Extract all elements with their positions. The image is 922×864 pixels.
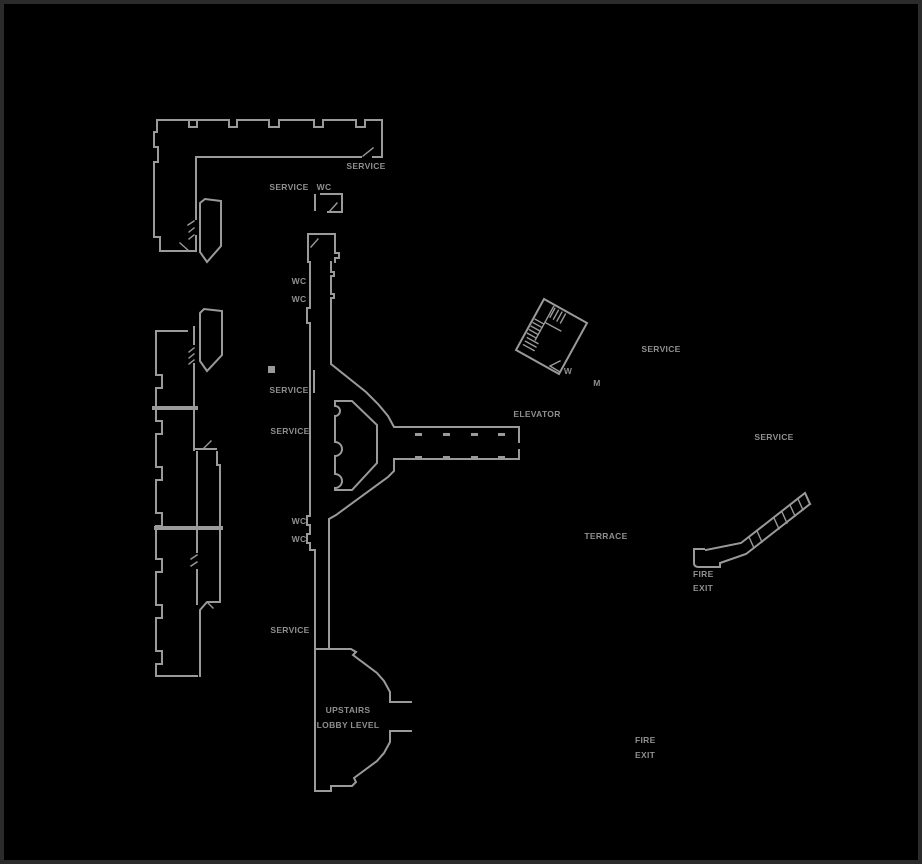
stair-treads-lower [522,336,539,352]
north-building-inner-wall [195,156,362,252]
corridor-west-wall [306,261,316,792]
service-wc-room [314,193,343,213]
floorplan-drawing [152,119,812,792]
fire-exit-stair-upper-rail [704,491,812,552]
stair-core-outline [514,297,589,376]
west-wing-outer-wall [155,330,198,677]
north-banner-door-ticks [187,220,195,240]
stair-core-chevron [548,360,561,373]
lobby-south-edge [314,730,412,792]
west-wing-lower-door-swing [206,601,214,609]
west-wing-stair-banner [199,307,223,373]
corridor-head-door-swing [310,238,319,248]
east-corridor-door-ticks [415,433,505,459]
stair-treads-middle [526,318,545,340]
column-marker [268,366,275,373]
upper-hall-inner-outline [334,400,378,491]
north-building-outer-wall [153,119,383,252]
north-service-door-swing [362,147,374,157]
west-wing-door-ticks-upper [188,347,195,365]
north-lower-door-swing [179,242,190,252]
service-wc-room-door-swing [328,202,338,213]
fire-exit-stair-lower-rail [693,502,812,568]
stair-treads-upper [549,307,567,324]
corridor-east-wall-upper [330,261,520,443]
corridor-head-room [307,233,340,263]
stair-core-stairs [522,305,567,352]
west-wing-room-door-swing [203,440,212,449]
lobby-north-edge [314,648,412,703]
west-wing-door-ticks-lower [190,554,198,567]
fire-exit-stair-treads [748,498,804,549]
west-wing-east-wall [199,451,221,677]
north-stair-banner [199,197,222,264]
corridor-east-wall-lower [328,449,520,650]
